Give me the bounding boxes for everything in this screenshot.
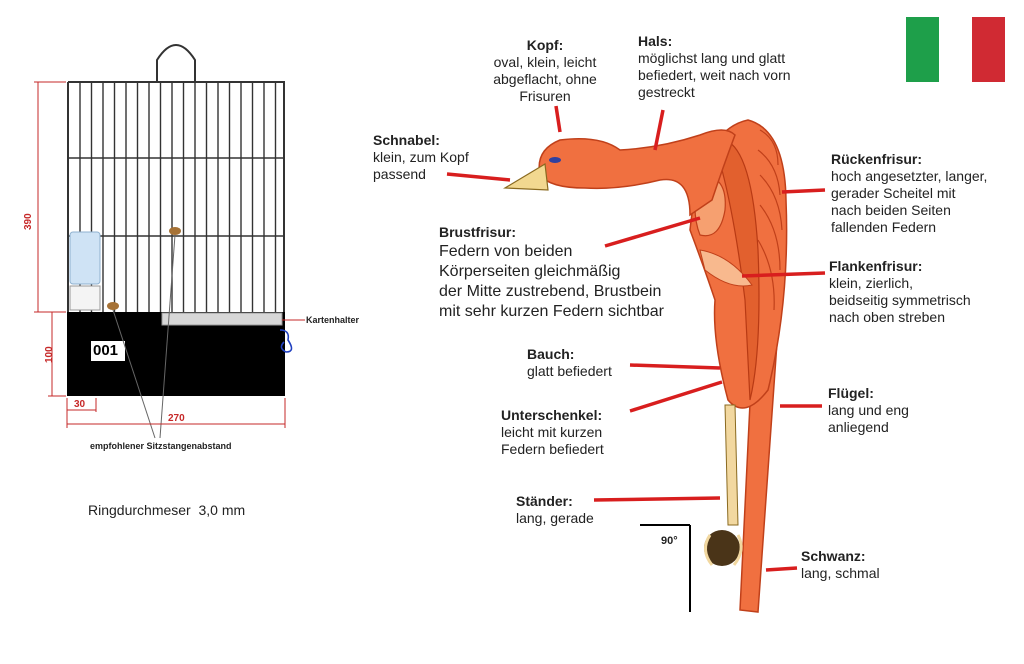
label-line: der Mitte zustrebend, Brustbein <box>439 283 662 300</box>
leader-schnabel <box>446 172 511 182</box>
label-title: Ständer: <box>516 493 573 509</box>
label-title: Rückenfrisur: <box>831 151 923 167</box>
leader-flankenfrisur <box>741 271 826 278</box>
label-line: glatt befiedert <box>527 363 612 379</box>
label-title: Flankenfrisur: <box>829 258 923 274</box>
bird-beak <box>502 163 549 191</box>
leader-brustfrisur <box>604 216 701 248</box>
label-line: gestreckt <box>638 84 695 100</box>
label-line: nach beiden Seiten <box>831 202 951 218</box>
bird-neck-head <box>538 129 736 217</box>
perch-circle <box>704 530 740 566</box>
cage-bars <box>79 82 277 312</box>
dim-offset: 30 <box>74 399 86 410</box>
label-line: lang, gerade <box>516 510 594 526</box>
label-schwanz: Schwanz: lang, schmal <box>801 548 880 582</box>
label-bauch: Bauch: glatt befiedert <box>527 346 612 380</box>
flag-red-band <box>972 17 1005 82</box>
label-title: Hals: <box>638 33 673 49</box>
cage-number-box <box>91 341 125 361</box>
label-line: Federn von beiden <box>439 243 573 260</box>
water-bottle <box>69 231 101 285</box>
bird-claws <box>704 534 743 566</box>
label-line: befiedert, weit nach vorn <box>638 67 791 83</box>
angle-label: 90° <box>661 535 678 547</box>
dim-height: 390 <box>23 213 34 230</box>
angle-marker <box>640 524 691 612</box>
bird-eye <box>549 157 561 163</box>
label-line: lang, schmal <box>801 565 880 581</box>
label-brustfrisur: Brustfrisur: Federn von beiden Körpersei… <box>439 222 664 322</box>
label-title: Flügel: <box>828 385 874 401</box>
bird-leg <box>724 404 739 526</box>
label-flankenfrisur: Flankenfrisur: klein, zierlich, beidseit… <box>829 258 971 326</box>
label-line: passend <box>373 166 426 182</box>
flag-green-band <box>906 17 939 82</box>
leader-schwanz <box>765 566 798 572</box>
label-fluegel: Flügel: lang und eng anliegend <box>828 385 909 436</box>
label-line: leicht mit kurzen <box>501 424 603 440</box>
leader-kopf <box>554 105 562 133</box>
label-line: Frisuren <box>519 88 571 104</box>
label-title: Kopf: <box>526 37 564 53</box>
label-title: Schnabel: <box>373 132 440 148</box>
leader-unterschenkel <box>629 380 723 413</box>
leader-hals <box>653 109 665 151</box>
bird-illustration <box>502 119 788 613</box>
bird-wing <box>721 139 760 401</box>
leader-staender <box>593 496 721 502</box>
label-line: nach oben streben <box>829 309 945 325</box>
label-line: abgeflacht, ohne <box>493 71 597 87</box>
water-bottle-holder <box>69 285 101 311</box>
leader-bauch <box>629 363 721 370</box>
bird-back-feathers <box>757 129 783 311</box>
cage-dimensions <box>34 81 286 428</box>
bird-flank-frill <box>699 249 753 287</box>
label-line: oval, klein, leicht <box>493 54 597 70</box>
label-unterschenkel: Unterschenkel: leicht mit kurzen Federn … <box>501 407 604 458</box>
ring-diameter: Ringdurchmeser 3,0 mm <box>88 502 246 518</box>
dim-base-height: 100 <box>44 346 55 363</box>
leader-lines <box>446 105 826 572</box>
label-title: Bauch: <box>527 346 575 362</box>
cage-handle <box>156 44 196 82</box>
perch-distance-note: empfohlener Sitzstangenabstand <box>90 441 232 451</box>
label-line: gerader Scheitel mit <box>831 185 956 201</box>
label-line: lang und eng <box>828 402 909 418</box>
label-hals: Hals: möglichst lang und glatt befiedert… <box>638 33 791 101</box>
perch-pointer <box>159 234 176 439</box>
dim-width: 270 <box>168 413 185 424</box>
label-line: mit sehr kurzen Federn sichtbar <box>439 303 664 320</box>
clip-icon <box>279 329 293 353</box>
label-line: möglichst lang und glatt <box>638 50 786 66</box>
label-title: Unterschenkel: <box>501 407 603 423</box>
label-schnabel: Schnabel: klein, zum Kopf passend <box>373 132 469 183</box>
label-title: Brustfrisur: <box>439 224 517 240</box>
perch <box>107 302 119 310</box>
cage-number: 001 <box>93 342 119 359</box>
card-holder <box>161 312 283 326</box>
label-kopf: Kopf: oval, klein, leicht abgeflacht, oh… <box>475 37 615 105</box>
label-line: beidseitig symmetrisch <box>829 292 971 308</box>
label-line: fallenden Federn <box>831 219 937 235</box>
label-line: klein, zierlich, <box>829 275 914 291</box>
leader-rueckenfrisur <box>781 188 826 194</box>
label-staender: Ständer: lang, gerade <box>516 493 594 527</box>
label-line: klein, zum Kopf <box>373 149 469 165</box>
label-title: Schwanz: <box>801 548 866 564</box>
card-holder-label: Kartenhalter <box>306 315 360 325</box>
label-line: Körperseiten gleichmäßig <box>439 263 621 280</box>
label-line: anliegend <box>828 419 889 435</box>
label-rueckenfrisur: Rückenfrisur: hoch angesetzter, langer, … <box>831 151 987 236</box>
perch-pointer <box>112 309 156 439</box>
label-line: Federn befiedert <box>501 441 604 457</box>
perch <box>169 227 181 235</box>
label-line: hoch angesetzter, langer, <box>831 168 988 184</box>
